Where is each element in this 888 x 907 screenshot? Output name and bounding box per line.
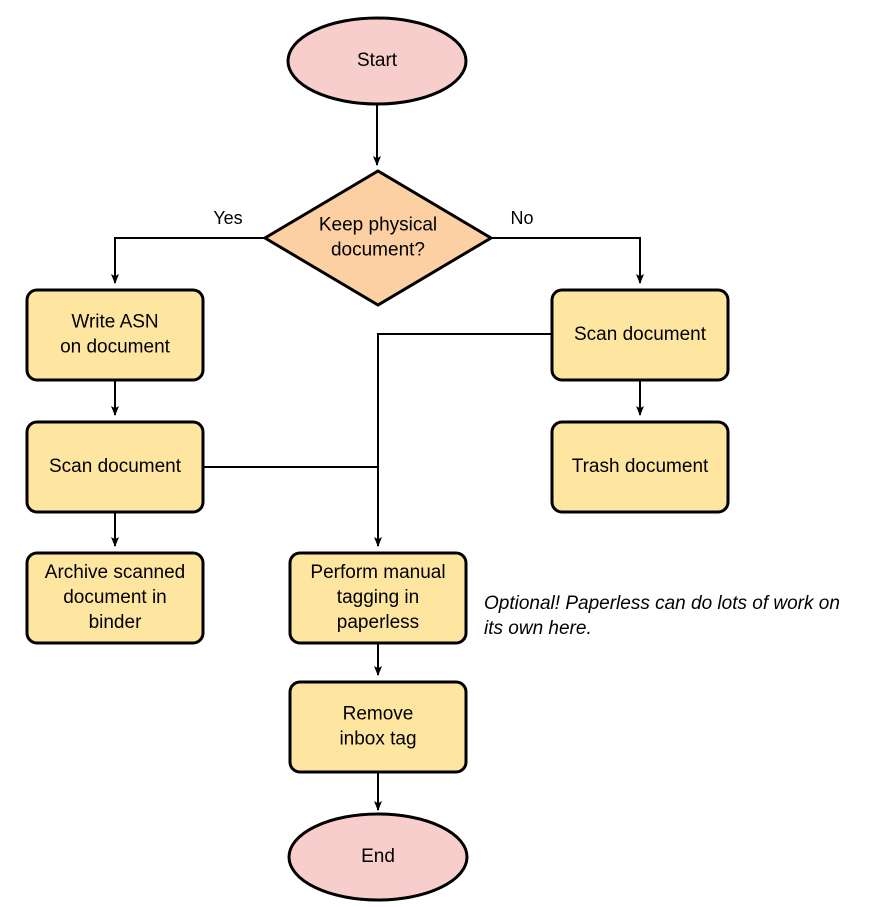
edge-scan-document-right-to-manual-tagging [374,333,552,547]
node-perform-manual-tagging-in-paperless[interactable]: Perform manual tagging in paperless [288,551,468,645]
node-keep-physical-document[interactable]: Keep physical document? [262,169,494,307]
terminator-shape [286,16,468,106]
node-label-line: Scan document [49,456,182,477]
node-label-line: End [361,846,395,867]
process-shape [550,420,730,514]
node-archive-scanned-document-in-binder[interactable]: Archive scanned document in binder [25,551,205,645]
edge-path [492,237,644,284]
node-label-line: paperless [337,612,419,633]
process-shape [25,288,205,382]
decision-shape [262,169,494,307]
node-label-line: on document [60,337,171,358]
edge-path [374,333,552,547]
node-label-line: inbox tag [339,729,416,750]
node-label-line: Perform manual [310,562,445,583]
process-shape [25,551,205,645]
edge-decision-no-to-scan-document-right: No [492,208,644,284]
terminator-shape [287,812,469,902]
node-label-line: Trash document [572,456,709,477]
node-label-line: document in [63,587,167,608]
annotation-line: its own here. [484,618,592,639]
node-scan-document-right[interactable]: Scan document [550,288,730,382]
edge-decision-yes-to-write-asn: Yes [111,208,265,284]
edge-label-no: No [510,208,533,228]
node-end[interactable]: End [287,812,469,902]
annotation-line: Optional! Paperless can do lots of work … [484,593,840,614]
annotations-layer: Optional! Paperless can do lots of work … [484,593,840,639]
node-label-line: Scan document [574,324,707,345]
edge-label-yes: Yes [213,208,242,228]
node-remove-inbox-tag[interactable]: Remove inbox tag [288,680,468,774]
node-label-line: Write ASN [71,312,158,333]
process-shape [25,420,205,514]
node-trash-document[interactable]: Trash document [550,420,730,514]
node-label-line: Archive scanned [45,562,185,583]
edges-layer: Yes No [111,104,644,811]
node-label-line: Keep physical [319,215,437,236]
node-label-line: binder [89,612,142,633]
edge-path [111,237,265,284]
node-label-line: tagging in [337,587,419,608]
node-start[interactable]: Start [286,16,468,106]
node-scan-document-left[interactable]: Scan document [25,420,205,514]
node-label-line: document? [331,240,425,261]
node-label-line: Remove [343,704,414,725]
node-label-line: Start [357,50,398,71]
annotation-optional-note: Optional! Paperless can do lots of work … [484,593,840,639]
node-write-asn-on-document[interactable]: Write ASN on document [25,288,205,382]
process-shape [550,288,730,382]
process-shape [288,680,468,774]
process-shape [288,551,468,645]
